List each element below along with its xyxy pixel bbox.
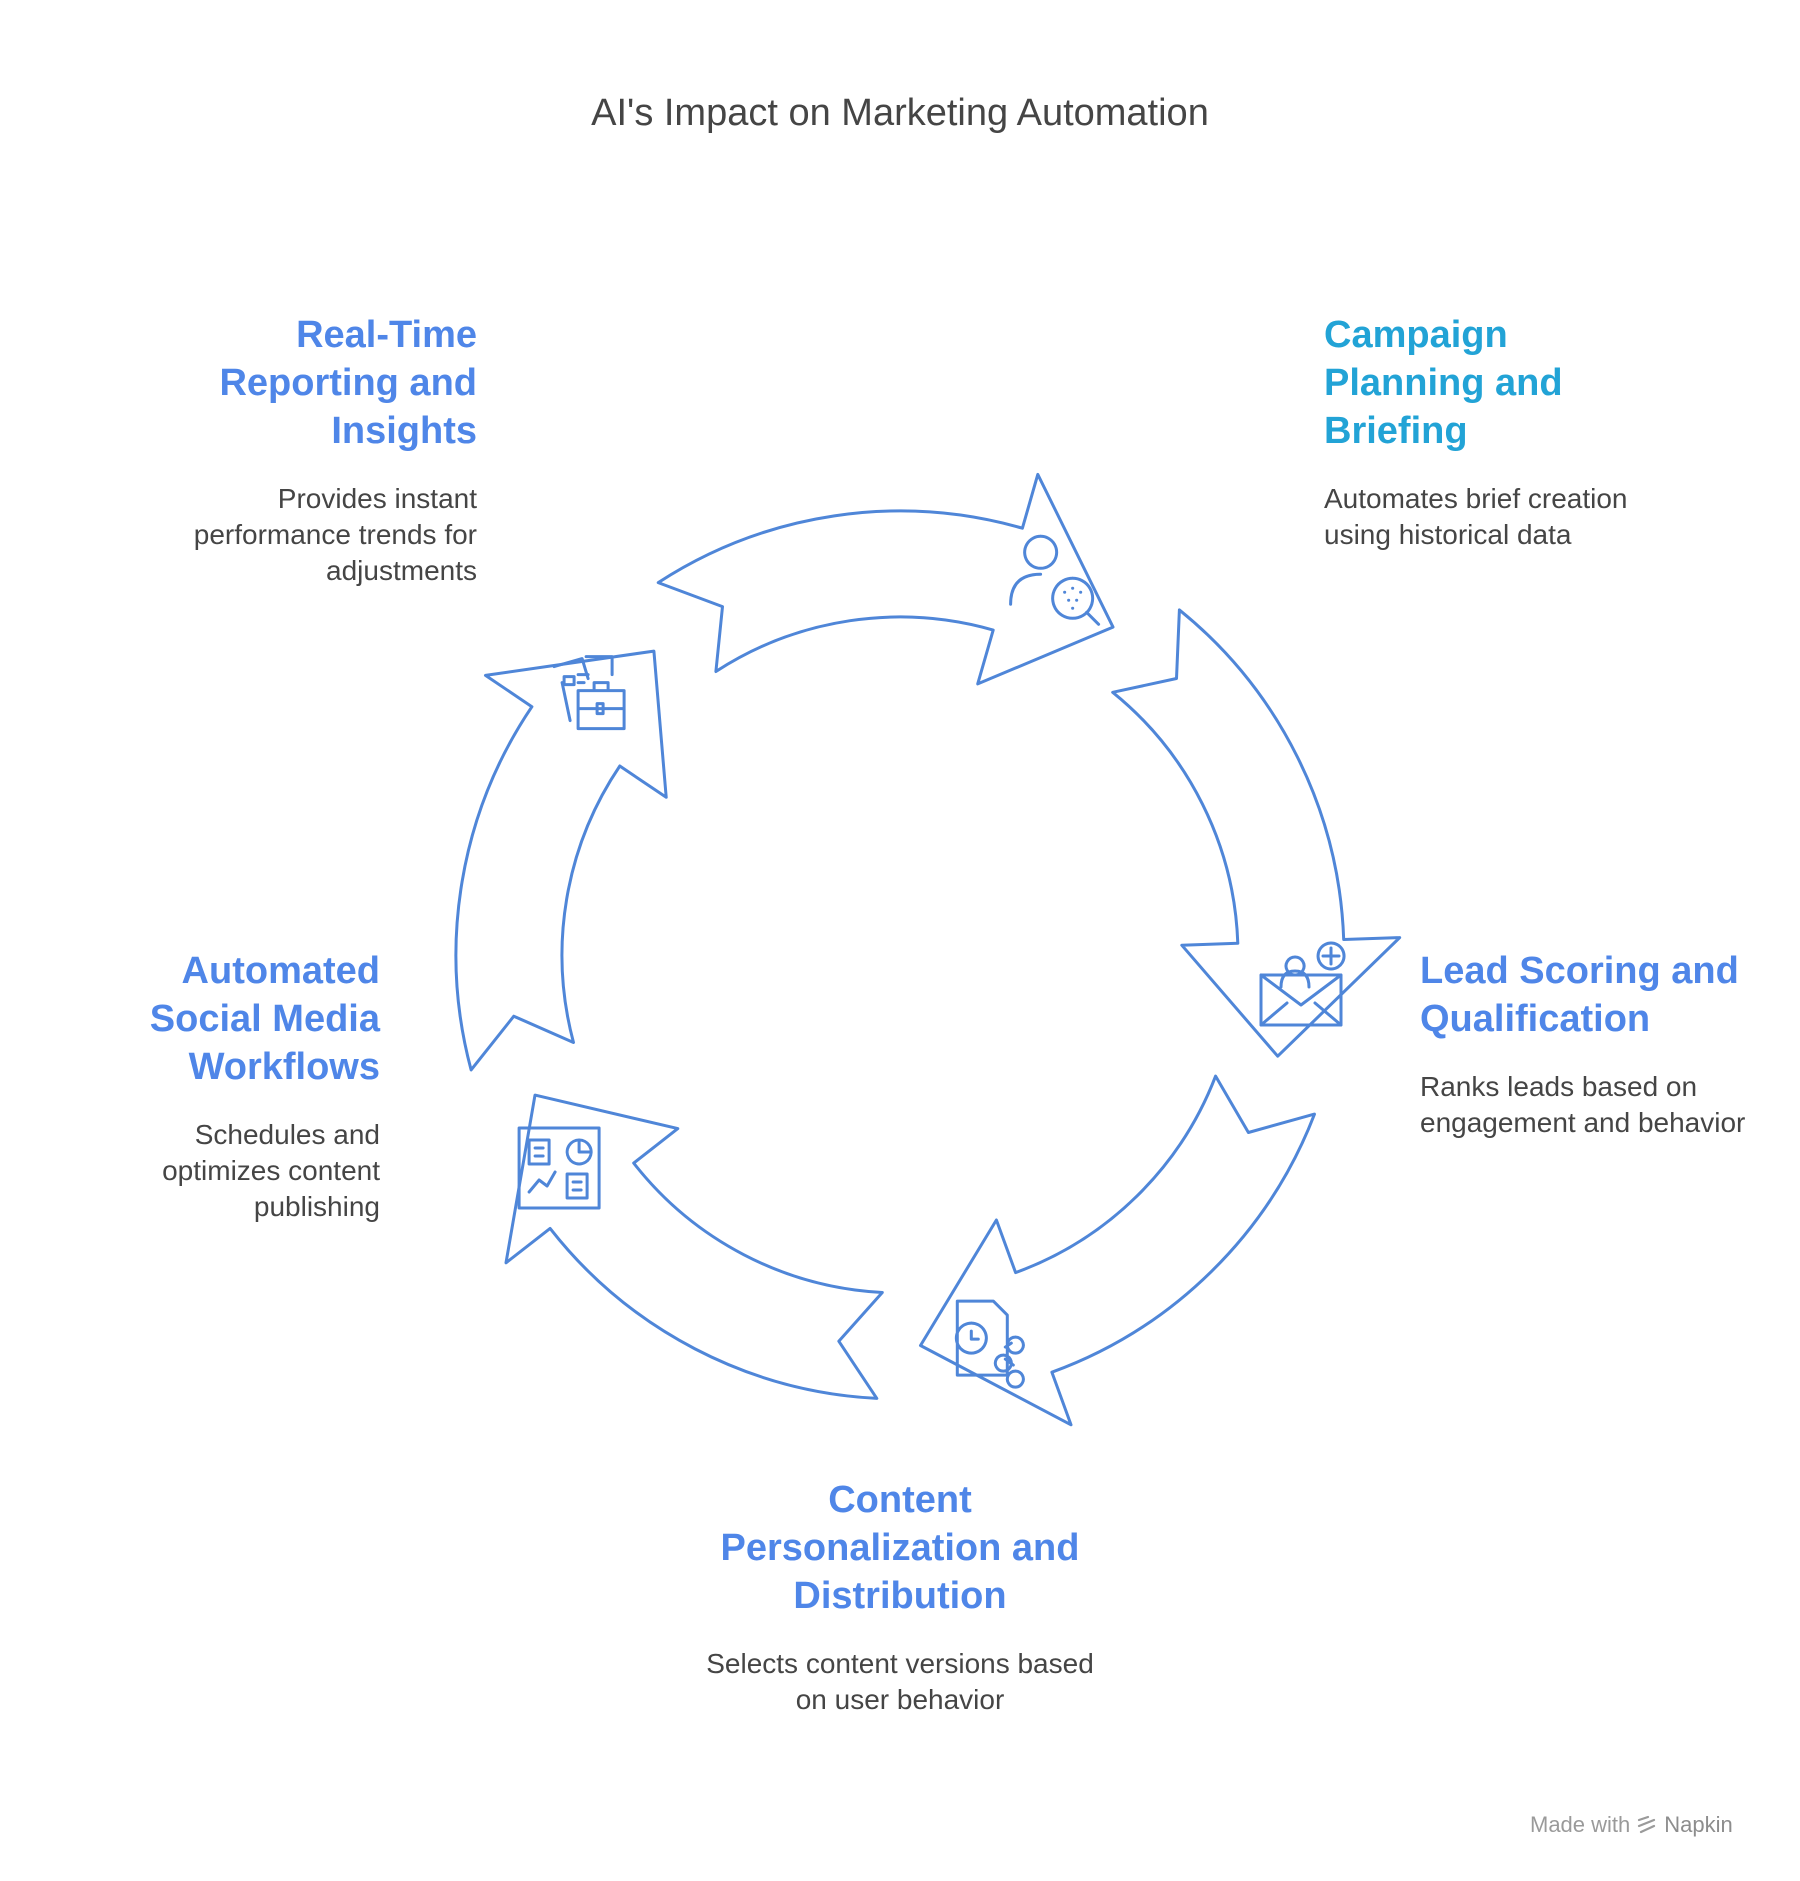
mail-user-add-icon <box>1259 941 1346 1027</box>
footer-brand: Napkin <box>1664 1812 1733 1837</box>
stage-description: Ranks leads based on engagement and beha… <box>1420 1071 1746 1138</box>
stage-reporting: Real-Time Reporting and Insights Provide… <box>175 311 477 589</box>
stage-description: Schedules and optimizes content publishi… <box>162 1119 380 1222</box>
stage-heading: Automated Social Media Workflows <box>149 950 380 1088</box>
ring-icons <box>517 534 1346 1389</box>
briefcase-documents-icon <box>552 655 626 731</box>
stage-leads: Lead Scoring and Qualification Ranks lea… <box>1420 947 1760 1141</box>
stage-heading: Real-Time Reporting and Insights <box>219 314 477 452</box>
user-search-icon <box>1009 534 1101 626</box>
schedule-share-icon <box>954 1299 1025 1389</box>
ring-arrow-social <box>504 1093 884 1400</box>
napkin-logo-icon <box>1638 1815 1656 1834</box>
ring-arrow-reporting <box>454 649 668 1072</box>
stage-description: Automates brief creation using historica… <box>1324 483 1628 550</box>
stage-social: Automated Social Media Workflows Schedul… <box>80 947 380 1225</box>
stage-heading: Lead Scoring and Qualification <box>1420 950 1739 1040</box>
stage-heading: Content Personalization and Distribution <box>720 1479 1080 1617</box>
ring-arrow-leads <box>1111 608 1402 1058</box>
stage-content: Content Personalization and Distribution… <box>700 1476 1100 1718</box>
footer-prefix: Made with <box>1530 1812 1631 1837</box>
footer-watermark: Made with Napkin <box>1530 1812 1733 1838</box>
stage-campaign: Campaign Planning and Briefing Automates… <box>1324 311 1654 553</box>
stage-description: Selects content versions based on user b… <box>706 1648 1094 1715</box>
stage-description: Provides instant performance trends for … <box>193 483 477 586</box>
ring-arrow-campaign <box>656 472 1115 686</box>
stage-heading: Campaign Planning and Briefing <box>1324 314 1563 452</box>
ring-arrow-content <box>919 1074 1316 1427</box>
dashboard-icon <box>517 1126 601 1210</box>
diagram-title: AI's Impact on Marketing Automation <box>591 92 1209 134</box>
ring-segments <box>454 472 1402 1427</box>
